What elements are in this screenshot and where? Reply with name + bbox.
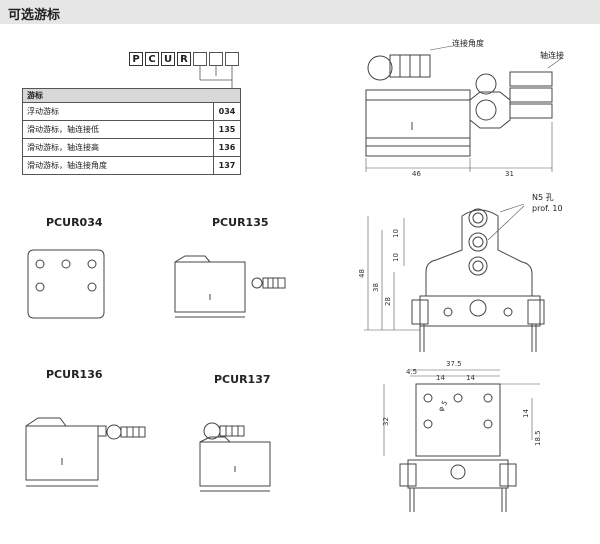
dim-14a: 14	[436, 374, 445, 382]
dim-phi: φ 5	[437, 399, 450, 413]
dim-46: 46	[412, 170, 421, 178]
dim-4-5: 4.5	[406, 368, 417, 376]
section-title: 可选游标	[8, 8, 61, 23]
code-leader-lines	[199, 66, 233, 88]
model-label-pcur137: PCUR137	[214, 373, 271, 386]
table-row: 滑动游标，轴连接角度 137	[22, 156, 241, 175]
hole-label-2: prof. 10	[532, 204, 563, 213]
front-view-dimensions	[364, 203, 525, 331]
model-label-pcur135: PCUR135	[212, 216, 269, 229]
dim-14b: 14	[466, 374, 475, 382]
dim-38: 38	[372, 283, 380, 292]
dim-48: 48	[358, 269, 366, 278]
dim-28: 28	[384, 297, 392, 306]
side-angle-label: 连接角度	[452, 38, 484, 48]
dim-37-5: 37.5	[446, 360, 462, 368]
dim-14c: 14	[522, 409, 530, 418]
side-view-dimensions	[365, 45, 563, 172]
pcur137-drawing	[199, 422, 271, 492]
section-header: 可选游标	[0, 0, 600, 24]
pcur136-drawing	[25, 417, 146, 487]
front-view-drawing	[411, 208, 545, 352]
code-slot-3	[225, 52, 239, 66]
top-view-drawing	[399, 383, 517, 512]
pcur135-drawing	[174, 255, 286, 318]
side-view-drawing	[365, 54, 553, 157]
top-view-dimensions	[383, 369, 540, 456]
dim-18-5: 18.5	[534, 430, 542, 446]
dim-10a: 10	[392, 229, 400, 238]
code-letter-r: R	[177, 52, 191, 66]
code-letter-c: C	[145, 52, 159, 66]
code-slot-2	[209, 52, 223, 66]
model-label-pcur136: PCUR136	[46, 368, 103, 381]
dim-10b: 10	[392, 253, 400, 262]
row-code: 137	[213, 156, 241, 175]
dim-31: 31	[505, 170, 514, 178]
code-slot-1	[193, 52, 207, 66]
model-label-pcur034: PCUR034	[46, 216, 103, 229]
code-letter-u: U	[161, 52, 175, 66]
pcur034-drawing	[27, 249, 105, 319]
code-letter-p: P	[129, 52, 143, 66]
side-shaft-label: 轴连接	[540, 50, 564, 60]
dim-32: 32	[382, 417, 390, 426]
options-table: 游标 浮动游标 034 滑动游标，轴连接低 135 滑动游标，轴连接高 136 …	[22, 88, 241, 175]
hole-label-1: N5 孔	[532, 193, 554, 202]
